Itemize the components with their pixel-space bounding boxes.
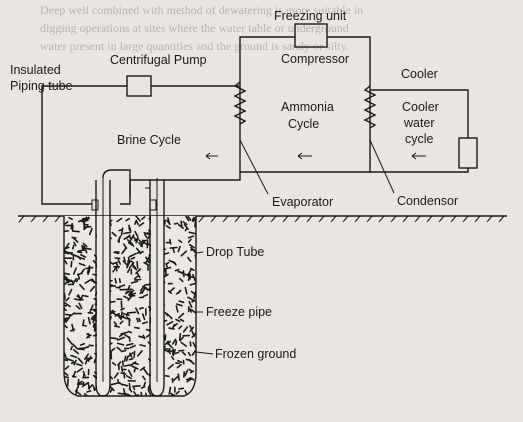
piping-tube-label: Piping tube [10, 79, 73, 93]
brine-cycle-label: Brine Cycle [117, 133, 181, 147]
ammonia-cycle-piping [239, 36, 371, 173]
compressor-label: Compressor [281, 52, 349, 66]
frozen-ground-outline [63, 216, 197, 397]
insulated-label: Insulated [10, 63, 61, 77]
freeze-pipe-label: Freeze pipe [206, 305, 272, 319]
ammonia-cycle-label: Cycle [288, 117, 319, 131]
bleed-line-1: Deep well combined with method of dewate… [40, 3, 363, 17]
bleed-line-2: digging operations at sites where the wa… [40, 21, 349, 35]
bleed-line-3: water present in large quantities and th… [40, 39, 349, 53]
cooler-box [458, 137, 478, 169]
drop-tube-label: Drop Tube [206, 245, 264, 259]
ammonia-label: Ammonia [281, 100, 334, 114]
condensor-label: Condensor [397, 194, 458, 208]
evaporator-coil [233, 81, 247, 125]
freeze-pipe-left [91, 178, 111, 397]
cooler-label: Cooler [401, 67, 438, 81]
ground-hatch [18, 215, 505, 223]
cooler-water-label-1: Cooler [402, 100, 439, 114]
compressor-box [294, 23, 328, 48]
cooler-water-piping [370, 89, 469, 173]
cooler-water-label-3: cycle [405, 132, 434, 146]
freezing-unit-label: Freezing unit [274, 9, 347, 23]
frozen-ground-label: Frozen ground [215, 347, 296, 361]
flow-arrows [205, 152, 426, 160]
cooler-water-label-2: water [403, 116, 435, 130]
evaporator-label: Evaporator [272, 195, 333, 209]
frozen-ground-column [64, 216, 196, 396]
freeze-pipe-right [149, 178, 165, 397]
bleed-through-text: Deep well combined with method of dewate… [40, 3, 363, 53]
labels: Freezing unit Compressor Centrifugal Pum… [10, 9, 458, 361]
centrifugal-pump-label: Centrifugal Pump [110, 53, 207, 67]
centrifugal-pump-box [126, 75, 152, 97]
drop-tube-header [102, 169, 131, 196]
condensor-coil [363, 85, 377, 129]
